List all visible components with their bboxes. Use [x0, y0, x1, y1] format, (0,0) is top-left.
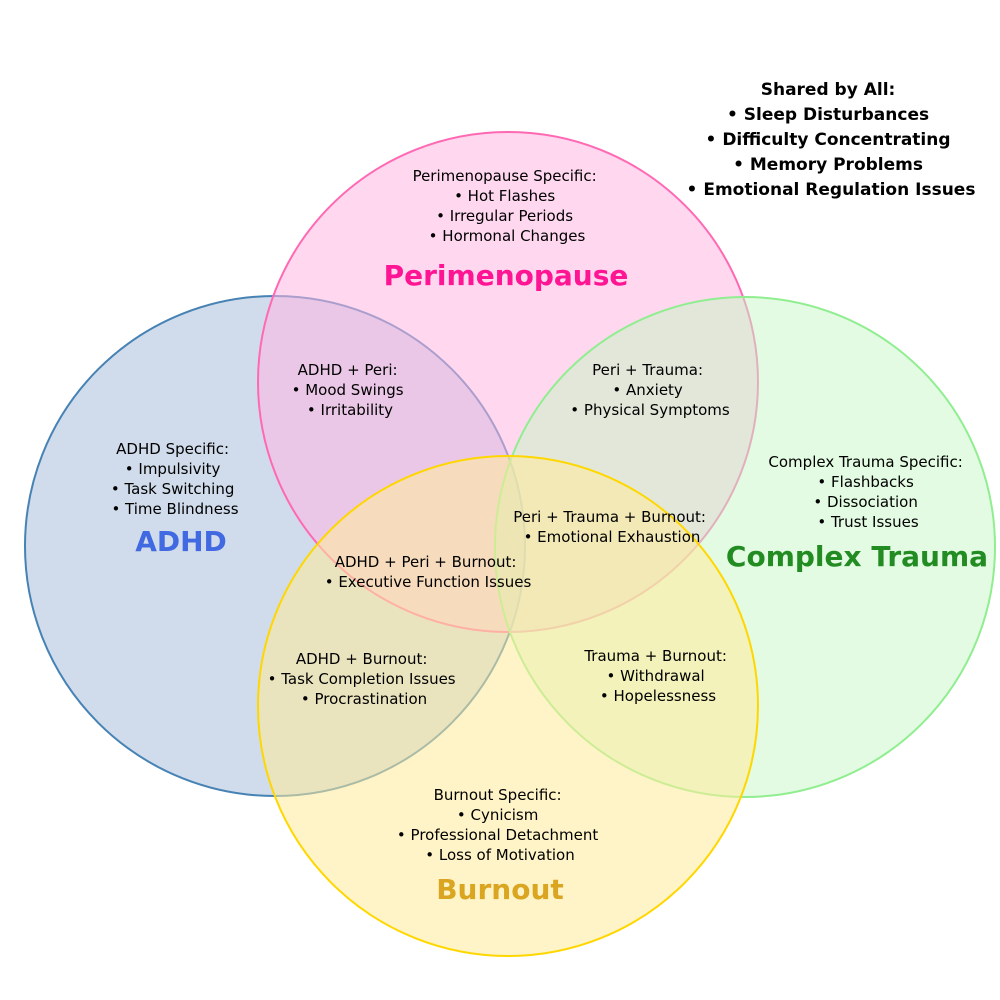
complex-trauma-specific-text: Complex Trauma Specific: • Flashbacks • … — [768, 453, 967, 531]
burnout-specific-text: Burnout Specific: • Cynicism • Professio… — [397, 786, 603, 864]
adhd-label: ADHD — [135, 525, 227, 558]
peri-trauma-text: Peri + Trauma: • Anxiety • Physical Symp… — [570, 361, 730, 419]
complex-trauma-label: Complex Trauma — [726, 540, 988, 573]
perimenopause-label: Perimenopause — [384, 259, 629, 292]
shared-by-all-text: Shared by All: • Sleep Disturbances • Di… — [687, 80, 976, 200]
perimenopause-specific-text: Perimenopause Specific: • Hot Flashes • … — [413, 167, 602, 245]
burnout-circle — [257, 455, 759, 957]
adhd-peri-burnout-text: ADHD + Peri + Burnout: • Executive Funct… — [325, 553, 532, 591]
adhd-peri-text: ADHD + Peri: • Mood Swings • Irritabilit… — [292, 361, 409, 419]
burnout-label: Burnout — [436, 873, 564, 906]
peri-trauma-burnout-text: Peri + Trauma + Burnout: • Emotional Exh… — [513, 508, 711, 546]
adhd-specific-text: ADHD Specific: • Impulsivity • Task Swit… — [111, 440, 239, 518]
adhd-burnout-text: ADHD + Burnout: • Task Completion Issues… — [268, 650, 461, 708]
trauma-burnout-text: Trauma + Burnout: • Withdrawal • Hopeles… — [583, 647, 731, 705]
